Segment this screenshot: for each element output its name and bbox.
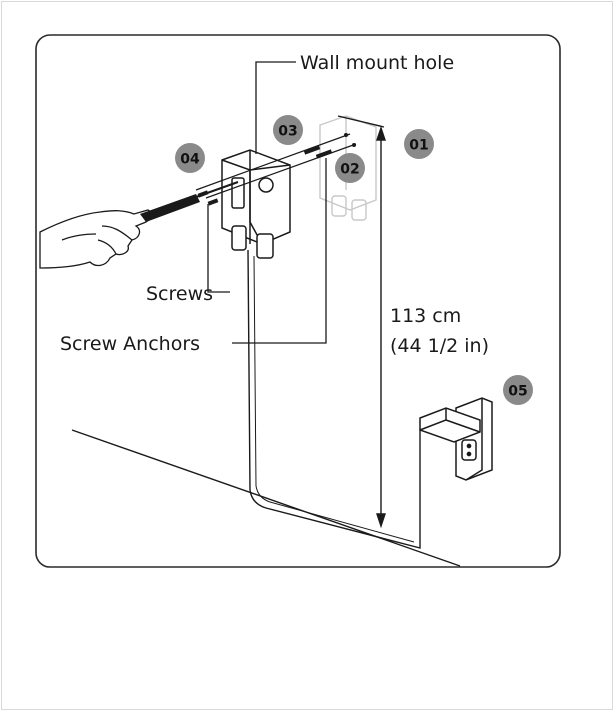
power-plug — [419, 407, 481, 443]
power-cable-shadow — [253, 255, 415, 543]
step-badge-03: 03 — [273, 115, 303, 145]
power-cable — [247, 249, 429, 549]
step-badge-02-text: 02 — [340, 162, 359, 178]
hand-with-screwdriver — [39, 209, 152, 269]
screw-anchors-graphic — [303, 133, 356, 159]
leader-lines — [207, 61, 327, 344]
height-cm-label: 113 cm — [390, 305, 461, 327]
height-dimension-arrow — [376, 125, 386, 529]
step-badge-03-text: 03 — [278, 124, 297, 140]
step-badge-02: 02 — [335, 153, 365, 183]
step-badge-04: 04 — [175, 143, 205, 173]
floor-line — [71, 429, 461, 567]
height-in-label: (44 1/2 in) — [390, 335, 489, 357]
wall-mount-hole-label: Wall mount hole — [300, 52, 454, 74]
step-badge-04-text: 04 — [180, 152, 200, 168]
screw-anchors-label: Screw Anchors — [60, 333, 200, 355]
illustration-panel — [35, 34, 561, 568]
wall-mount-marker-line — [337, 115, 385, 128]
step-badge-01-text: 01 — [409, 138, 428, 154]
screws-graphic — [197, 190, 219, 206]
step-badge-01: 01 — [404, 129, 434, 159]
step-badge-05-text: 05 — [508, 384, 527, 400]
screws-label: Screws — [146, 283, 213, 305]
step-badge-05: 05 — [503, 375, 533, 405]
